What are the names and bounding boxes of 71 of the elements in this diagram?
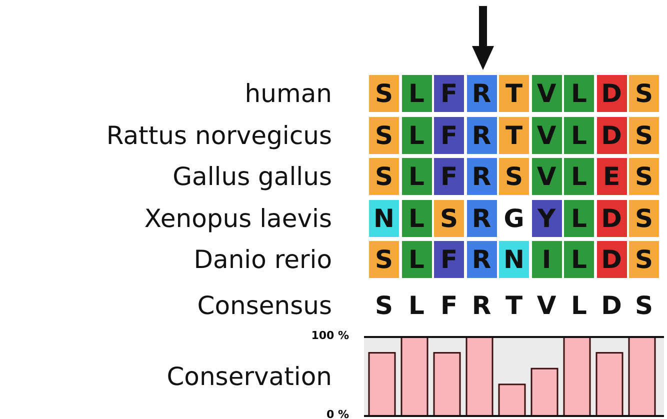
residue-cell: L [564, 158, 594, 195]
residue-cell: T [499, 116, 529, 154]
residue-cell: R [466, 241, 496, 278]
residue-cell: L [402, 200, 432, 236]
tick-label: 100 % [311, 329, 349, 342]
species-name: Rattus norvegicus [106, 120, 332, 150]
tick-label: 0 % [326, 408, 349, 419]
consensus-label: Consensus [197, 291, 332, 321]
consensus-residue: R [470, 290, 492, 322]
bar [530, 368, 558, 417]
residue-cell: E [596, 158, 626, 195]
consensus-residue: F [439, 290, 459, 322]
residue-cell: D [596, 241, 626, 278]
residue-cell: F [434, 158, 464, 195]
residue-cell: V [532, 75, 562, 112]
residue-cell: L [564, 200, 594, 236]
consensus-residue: V [536, 290, 558, 322]
species-name: Xenopus laevis [144, 204, 332, 234]
axis-label: Conservation [166, 362, 332, 392]
residue-cell: V [532, 158, 562, 195]
residue-cell: S [629, 75, 659, 112]
residue-cell: F [434, 241, 464, 278]
residue-cell: R [466, 158, 496, 195]
residue-cell: S [629, 241, 659, 278]
bar [628, 336, 656, 417]
residue-cell: S [369, 158, 399, 195]
residue-cell: T [499, 75, 529, 112]
species-name: Danio rerio [194, 245, 332, 275]
consensus-residue: T [504, 290, 524, 322]
residue-cell: S [629, 200, 659, 236]
species-name: human [244, 79, 332, 109]
consensus-residue: S [634, 290, 654, 322]
bar [400, 336, 428, 417]
species-name: Gallus gallus [172, 162, 332, 192]
residue-cell: R [466, 116, 496, 154]
consensus-residue: S [374, 290, 394, 322]
residue-cell: L [564, 116, 594, 154]
residue-cell: Y [532, 200, 562, 236]
residue-cell: S [629, 158, 659, 195]
residue-cell: D [596, 116, 626, 154]
residue-cell: L [402, 75, 432, 112]
residue-cell: L [402, 158, 432, 195]
residue-cell: R [466, 75, 496, 112]
consensus-residue: L [570, 290, 588, 322]
residue-cell: D [596, 75, 626, 112]
residue-cell: N [369, 200, 399, 236]
bar [596, 352, 624, 417]
residue-cell: V [532, 116, 562, 154]
residue-cell: L [402, 241, 432, 278]
bar [498, 384, 526, 417]
residue-cell: L [564, 241, 594, 278]
bar [466, 336, 494, 417]
residue-cell: N [499, 241, 529, 278]
bar [368, 352, 396, 417]
consensus-residue: L [408, 290, 426, 322]
residue-cell: F [434, 116, 464, 154]
bar [563, 336, 591, 417]
residue-cell: R [466, 200, 496, 236]
residue-cell: I [532, 241, 562, 278]
residue-cell: S [369, 241, 399, 278]
residue-cell: L [564, 75, 594, 112]
consensus-residue: D [600, 290, 623, 322]
residue-cell: L [402, 116, 432, 154]
residue-cell: F [434, 75, 464, 112]
residue-cell: D [596, 200, 626, 236]
residue-cell: S [369, 116, 399, 154]
residue-cell: S [499, 158, 529, 195]
residue-cell: S [369, 75, 399, 112]
bar [433, 352, 461, 417]
residue-cell: S [629, 116, 659, 154]
residue-cell: S [434, 200, 464, 236]
